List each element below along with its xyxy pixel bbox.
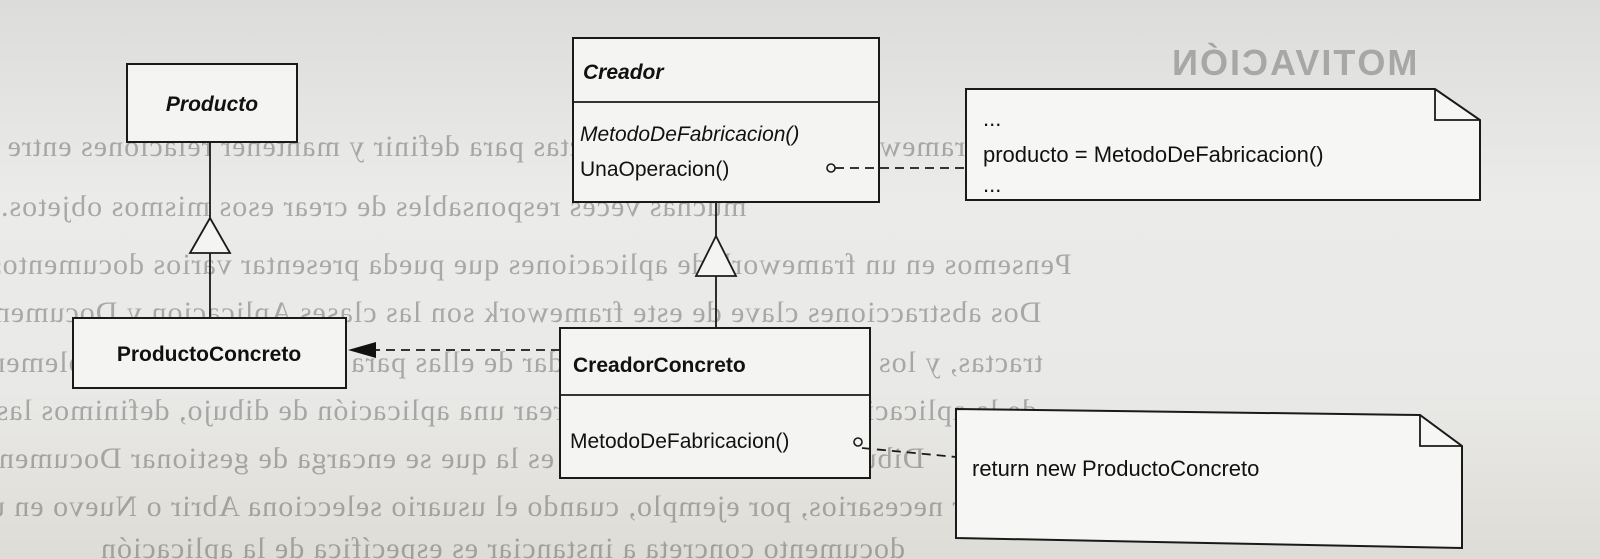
class-producto-name: Producto	[166, 93, 258, 116]
class-creador-concreto: CreadorConcreto MetodoDeFabricacion()	[559, 327, 871, 479]
dependency-arrowhead	[348, 342, 376, 358]
class-producto-concreto-name: ProductoConcreto	[117, 343, 301, 366]
operation-metodo-de-fabricacion: MetodoDeFabricacion()	[570, 430, 789, 453]
class-creador: Creador MetodoDeFabricacion() UnaOperaci…	[572, 37, 880, 203]
generalization-arrowhead	[188, 216, 232, 254]
note-link	[861, 447, 957, 458]
note-line: return new ProductoConcreto	[972, 456, 1259, 481]
note-creador-concreto: return new ProductoConcreto	[853, 407, 1463, 550]
operation-metodo-de-fabricacion: MetodoDeFabricacion()	[580, 123, 799, 146]
class-producto: Producto	[126, 63, 298, 143]
generalization-creador	[694, 202, 738, 328]
note-creador: ... producto = MetodoDeFabricacion() ...	[826, 88, 1481, 201]
note-line: ...	[983, 172, 1001, 197]
note-creador-concreto-box	[955, 407, 1463, 550]
class-producto-concreto: ProductoConcreto	[72, 317, 347, 389]
dependency-creates	[348, 342, 560, 358]
note-creador-box	[965, 88, 1481, 201]
class-creador-name: Creador	[583, 61, 665, 84]
class-creador-concreto-box	[559, 327, 871, 479]
note-line: producto = MetodoDeFabricacion()	[983, 142, 1324, 167]
class-producto-box	[126, 63, 298, 143]
note-anchor	[853, 437, 863, 447]
generalization-arrowhead	[694, 233, 738, 277]
class-creador-box	[572, 37, 880, 203]
note-line: ...	[983, 106, 1001, 131]
generalization-producto	[188, 142, 232, 318]
note-fold-icon	[1434, 89, 1480, 121]
note-fold-icon	[1419, 415, 1462, 447]
note-anchor	[826, 163, 836, 173]
class-creador-concreto-name: CreadorConcreto	[573, 354, 746, 377]
class-producto-concreto-box	[72, 317, 347, 389]
operation-una-operacion: UnaOperacion()	[580, 158, 729, 181]
